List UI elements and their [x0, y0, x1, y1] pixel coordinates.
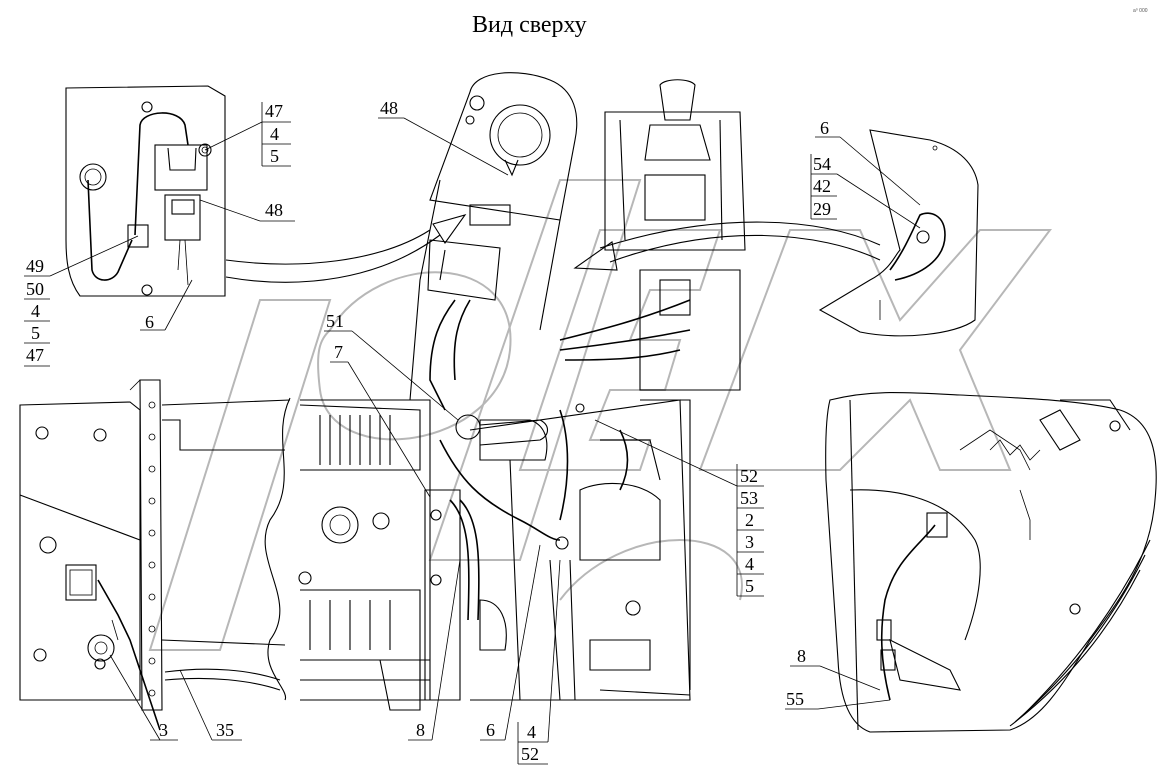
callout-54: 54	[813, 154, 831, 174]
callout-4-bottom: 4	[527, 722, 536, 742]
pointer-arrows	[225, 214, 881, 283]
rivet-icon	[148, 625, 156, 633]
rivet-icon	[148, 465, 156, 473]
callout-4-top-left: 4	[270, 124, 279, 144]
rivet-icon	[148, 689, 156, 697]
callout-8-bottom: 8	[416, 720, 425, 740]
engine-top-assembly	[409, 72, 578, 411]
callout-52-mid: 52	[740, 466, 758, 486]
rivet-icon	[148, 401, 156, 409]
inset-top-right	[818, 129, 979, 337]
inset-top-left	[65, 85, 226, 297]
callout-6-bottom: 6	[486, 720, 495, 740]
left-frame-panel	[19, 379, 291, 731]
callout-53: 53	[740, 488, 758, 508]
callout-3-mid: 3	[745, 532, 754, 552]
callout-2: 2	[745, 510, 754, 530]
engine-block	[264, 397, 691, 711]
callout-3-bottom: 3	[159, 720, 168, 740]
rivet-icon	[148, 561, 156, 569]
callout-29: 29	[813, 199, 831, 219]
callout-42: 42	[813, 176, 831, 196]
callout-35: 35	[216, 720, 234, 740]
callout-5-top-left: 5	[270, 146, 279, 166]
callout-47-left: 47	[26, 345, 44, 365]
diagram-title: Вид сверху	[472, 12, 587, 38]
callout-7: 7	[334, 342, 343, 362]
callout-5-left: 5	[31, 323, 40, 343]
rivet-icon	[148, 657, 156, 665]
callout-8-right: 8	[797, 646, 806, 666]
callout-50: 50	[26, 279, 44, 299]
callout-5-mid: 5	[745, 576, 754, 596]
frame-rivets	[148, 401, 156, 697]
callout-49: 49	[26, 256, 44, 276]
callout-52-bottom: 52	[521, 744, 539, 764]
callout-48-top: 48	[380, 98, 398, 118]
callout-4-left: 4	[31, 301, 40, 321]
callout-48-left: 48	[265, 200, 283, 220]
callout-47-top-left: 47	[265, 101, 283, 121]
callout-55: 55	[786, 689, 804, 709]
callout-4-mid: 4	[745, 554, 754, 574]
leader-lines	[24, 102, 921, 765]
rivet-icon	[148, 497, 156, 505]
callout-51: 51	[326, 311, 344, 331]
callout-6-right: 6	[820, 118, 829, 138]
rivet-icon	[148, 433, 156, 441]
callout-6-left: 6	[145, 312, 154, 332]
callout-labels: 47 4 5 48 49 50 4 5 47 6 48 6 54 42 29 5…	[26, 98, 831, 764]
corner-mark: a⁰ 000	[1133, 8, 1148, 14]
control-block	[559, 79, 746, 391]
rivet-icon	[148, 529, 156, 537]
inset-bottom-right	[825, 392, 1157, 733]
rivet-icon	[148, 593, 156, 601]
